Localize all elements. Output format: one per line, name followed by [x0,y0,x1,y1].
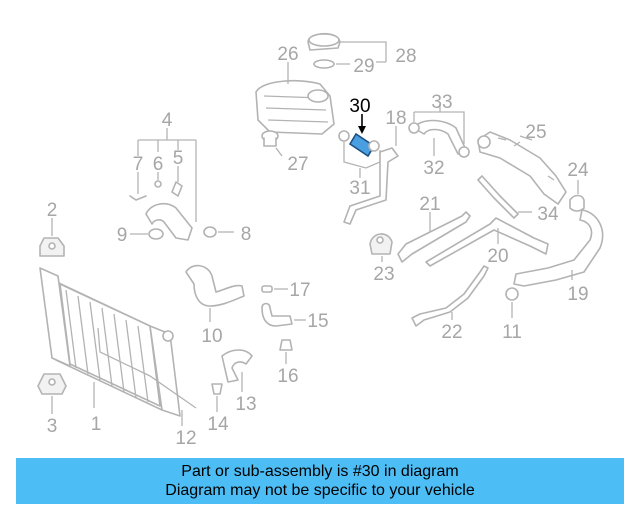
part-pipe-20 [425,217,549,267]
callout-32[interactable]: 32 [423,158,444,179]
part-clamp-8 [203,226,234,238]
callout-24[interactable]: 24 [567,160,589,181]
callout-22[interactable]: 22 [441,322,462,343]
banner-line-disclaimer: Diagram may not be specific to your vehi… [165,482,475,499]
callout-12[interactable]: 12 [175,428,196,449]
banner-line-part-info: Part or sub-assembly is #30 in diagram [181,463,459,480]
callout-28[interactable]: 28 [395,46,416,67]
callout-9[interactable]: 9 [117,225,128,246]
callout-15[interactable]: 15 [307,311,328,332]
part-tank-cap-group [307,32,387,69]
callout-3[interactable]: 3 [47,416,58,437]
part-pipe-34 [477,175,532,219]
callout-13[interactable]: 13 [235,394,256,415]
callout-6[interactable]: 6 [153,154,164,175]
part-hose-15 [261,302,306,327]
part-sensor-14 [211,383,223,412]
part-hose-32 [408,104,470,158]
part-hose-13 [221,349,253,392]
part-sensor-16 [279,339,293,364]
part-expansion-tank [255,62,335,135]
callout-labels: 1 2 3 4 5 6 7 8 9 10 11 12 13 14 15 16 1… [47,44,589,449]
part-lower-hose-19 [513,209,604,287]
callout-27[interactable]: 27 [287,154,308,175]
part-clamp-9 [130,228,164,240]
info-banner: Part or sub-assembly is #30 in diagram D… [16,458,624,504]
part-clip-17 [261,285,288,293]
callout-29[interactable]: 29 [353,56,374,77]
callout-18[interactable]: 18 [385,108,406,129]
part-rod-21 [397,211,471,263]
callout-11[interactable]: 11 [502,322,522,343]
callout-1[interactable]: 1 [91,414,102,435]
callout-20[interactable]: 20 [487,246,508,267]
part-upper-hose [145,202,193,241]
callout-19[interactable]: 19 [567,284,588,305]
callout-10[interactable]: 10 [201,326,222,347]
callout-16[interactable]: 16 [277,366,298,387]
callout-17[interactable]: 17 [289,280,310,301]
part-bracket [39,218,65,257]
callout-23[interactable]: 23 [373,264,394,285]
part-hose-24 [569,180,585,212]
callout-30-highlighted[interactable]: 30 [349,96,370,117]
part-mount [37,373,67,414]
callout-14[interactable]: 14 [207,414,229,435]
callout-7[interactable]: 7 [133,154,144,175]
callout-21[interactable]: 21 [419,194,440,215]
callout-26[interactable]: 26 [277,44,298,65]
callout-2[interactable]: 2 [47,200,58,221]
part-pipe-22 [411,265,489,327]
callout-33[interactable]: 33 [431,92,452,113]
callout-5[interactable]: 5 [173,148,184,169]
part-clamp-11 [505,287,519,318]
part-hose-10 [185,264,245,322]
part-group-4 [129,128,197,222]
part-cap-27 [261,130,283,157]
callout-34[interactable]: 34 [537,204,559,225]
callout-4[interactable]: 4 [162,110,173,131]
callout-31[interactable]: 31 [349,178,370,199]
callout-25[interactable]: 25 [525,122,546,143]
parts-diagram: 1 2 3 4 5 6 7 8 9 10 11 12 13 14 15 16 1… [37,32,604,449]
part-housing-25 [477,131,567,205]
part-radiator [39,267,197,417]
part-pipe-18 [343,126,399,225]
callout-8[interactable]: 8 [241,224,252,245]
part-bracket-23 [369,233,393,262]
